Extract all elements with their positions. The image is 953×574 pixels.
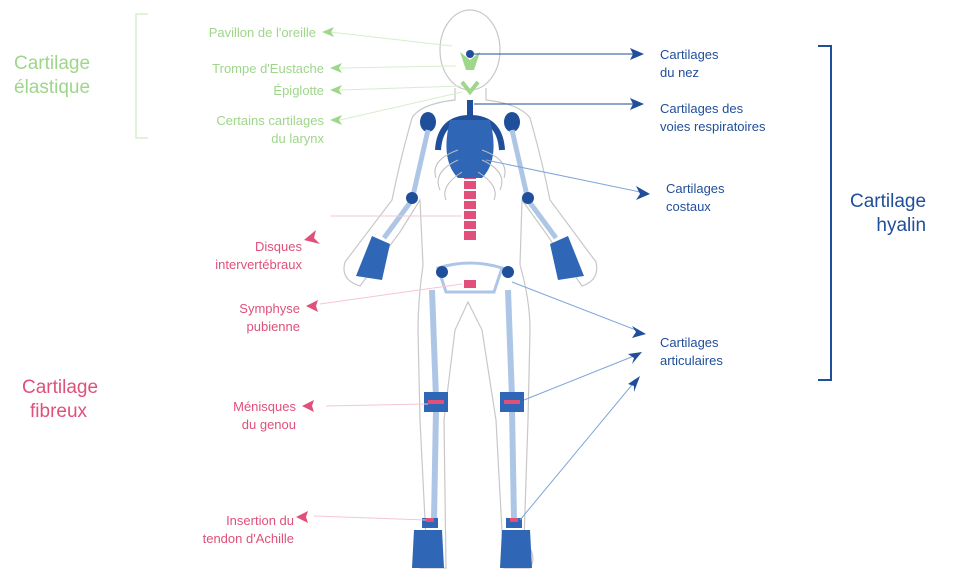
label-knee-menisci: Ménisques du genou <box>233 398 296 434</box>
arrow-icon <box>306 300 318 312</box>
skeleton <box>356 50 584 568</box>
label-larynx: Certains cartilages du larynx <box>216 112 324 148</box>
arrow-icon <box>296 511 308 523</box>
category-elastic: Cartilage élastique <box>14 52 90 100</box>
label-pubic-symphysis: Symphyse pubienne <box>239 300 300 336</box>
arrow-icon <box>636 186 650 200</box>
label-costal-cartilage: Cartilages costaux <box>666 180 725 216</box>
arrow-icon <box>304 230 320 244</box>
label-eustachian-tube: Trompe d'Eustache <box>212 60 324 78</box>
category-fibrous: Cartilage fibreux <box>22 376 98 424</box>
label-articular-cartilage: Cartilages articulaires <box>660 334 723 370</box>
arrow-icon <box>632 326 646 338</box>
label-achilles-insertion: Insertion du tendon d'Achille <box>203 512 294 548</box>
label-airway-cartilage: Cartilages des voies respiratoires <box>660 100 766 136</box>
label-intervertebral-discs: Disques intervertébraux <box>215 238 302 274</box>
label-ear-pinna: Pavillon de l'oreille <box>209 24 316 42</box>
label-nose-cartilage: Cartilages du nez <box>660 46 719 82</box>
arrow-icon <box>628 376 640 392</box>
hyaline-bracket <box>818 46 831 380</box>
elastic-bracket <box>136 14 148 138</box>
arrow-icon <box>302 400 314 412</box>
label-epiglottis: Épiglotte <box>273 82 324 100</box>
category-hyaline: Cartilage hyalin <box>850 190 926 238</box>
